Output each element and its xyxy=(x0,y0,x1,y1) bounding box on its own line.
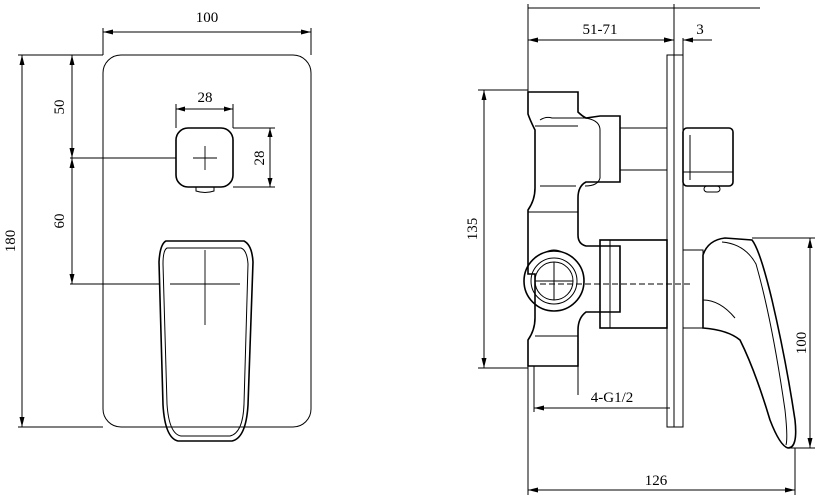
dim-lower-offset: 60 xyxy=(52,214,68,229)
lever-handle-inner xyxy=(162,247,249,437)
side-view: 51-71 3 135 100 4-G1/2 126 xyxy=(465,4,815,495)
diverter-button xyxy=(175,127,234,188)
cover-plate xyxy=(102,54,312,428)
handle-side-profile xyxy=(702,237,797,449)
dim-body-height: 135 xyxy=(465,218,481,241)
plate-edge xyxy=(673,54,684,428)
dim-connection: 4-G1/2 xyxy=(591,390,634,406)
dim-plate-thickness: 3 xyxy=(696,22,704,38)
dim-button-width: 28 xyxy=(198,90,213,106)
dim-overall-depth: 126 xyxy=(645,473,668,489)
diverter-stem xyxy=(619,127,668,171)
diverter-button-base xyxy=(195,187,215,193)
dim-button-height: 28 xyxy=(252,151,268,166)
wall-plate xyxy=(666,54,675,428)
dim-upper-offset: 50 xyxy=(52,100,68,115)
dim-depth-range: 51-71 xyxy=(583,22,618,38)
front-view: 100 180 50 60 28 28 xyxy=(3,10,312,442)
dim-width: 100 xyxy=(196,10,219,26)
dim-height: 180 xyxy=(3,230,19,253)
dim-handle-height: 100 xyxy=(794,332,810,355)
lever-handle xyxy=(158,240,254,442)
valve-body xyxy=(527,91,621,367)
inlet-port xyxy=(523,250,585,312)
